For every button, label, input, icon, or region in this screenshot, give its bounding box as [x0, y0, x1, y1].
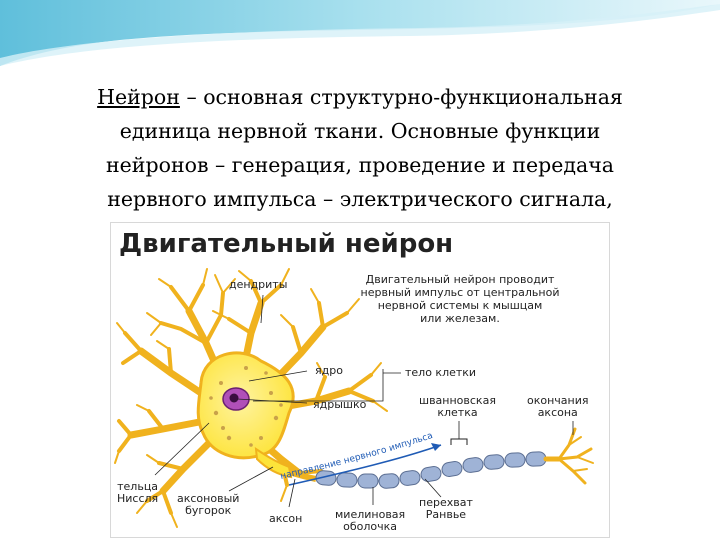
axon-hillock-shape [254, 446, 293, 479]
label-cell-body: тело клетки [405, 366, 477, 379]
headline: Нейрон – основная структурно-функциональ… [20, 80, 700, 216]
figure-description: Двигательный нейрон проводит нервный имп… [360, 273, 560, 325]
figure-title: Двигательный нейрон [119, 229, 454, 259]
label-axon-terminals: окончания аксона [527, 394, 589, 419]
neuron-diagram: направление нервного импульса [114, 268, 594, 528]
myelin-sheath-shape [315, 451, 547, 489]
axon-terminals-shape [543, 427, 594, 485]
label-axon-hillock: аксоновый бугорок [177, 492, 240, 517]
label-nucleolus: ядрышко [313, 398, 367, 411]
label-dendrites: дендриты [229, 278, 288, 291]
label-axon: аксон [269, 512, 303, 525]
headline-line2: единица нервной ткани. Основные функции [119, 119, 601, 143]
decorative-wave [0, 0, 720, 66]
leader-lines [154, 294, 574, 508]
headline-line3: нейронов – генерация, проведение и перед… [106, 153, 614, 177]
motor-neuron-figure: Двигательный нейрон [110, 222, 610, 538]
label-nucleus: ядро [315, 364, 343, 377]
axon-shape [288, 469, 317, 482]
headline-line4: нервного импульса – электрического сигна… [107, 187, 613, 211]
impulse-arrow-line [288, 444, 442, 486]
nucleolus-shape [229, 393, 239, 403]
headline-term: Нейрон [97, 85, 180, 109]
label-myelin-sheath: миелиновая оболочка [335, 508, 406, 533]
impulse-arrow-head [431, 443, 441, 451]
label-nissl-bodies: тельца Нисcля [117, 480, 159, 505]
headline-line1-rest: – основная структурно-функциональная [179, 85, 623, 109]
nissl-bodies-shape [209, 366, 283, 447]
label-node-of-ranvier: перехват Ранвье [419, 496, 473, 521]
schwann-bracket [450, 438, 468, 445]
label-schwann-cell: шванновская клетка [419, 394, 496, 419]
